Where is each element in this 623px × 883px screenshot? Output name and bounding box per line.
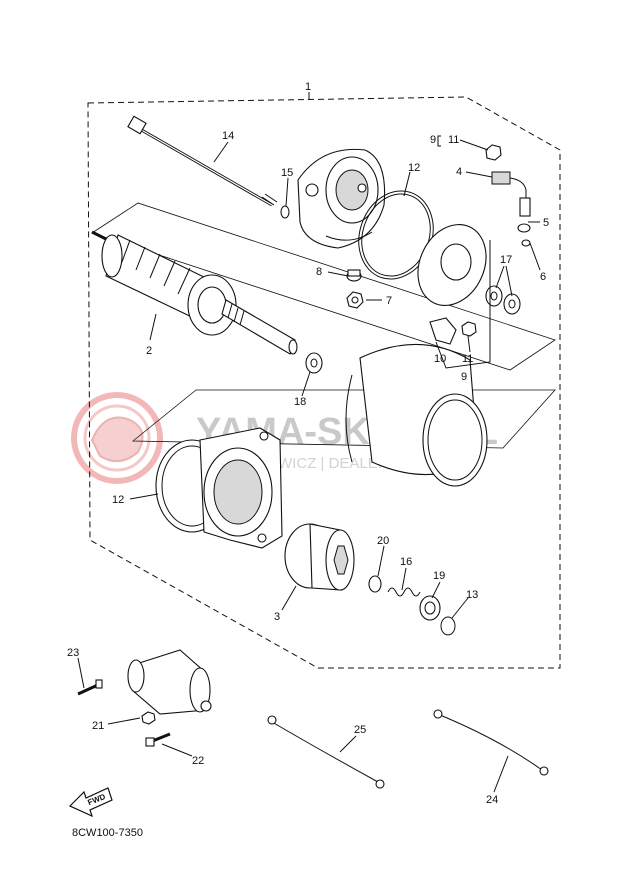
collar-19 (419, 595, 441, 621)
through-bolt (127, 115, 278, 207)
screw-11-top (485, 144, 502, 161)
callout-19: 19 (433, 570, 445, 582)
lead-wire-25 (267, 715, 385, 789)
callout-22: 22 (192, 755, 204, 767)
lead-wire-24 (433, 709, 549, 776)
brush-plate (417, 224, 487, 306)
washers-17 (485, 285, 521, 315)
plane-upper (91, 202, 556, 371)
yoke-housing (345, 343, 488, 487)
circlip-13 (440, 616, 456, 636)
callout-9-top: 9 (430, 134, 436, 146)
callout-25: 25 (354, 724, 366, 736)
small-o-ring (280, 205, 290, 219)
starter-clutch (284, 523, 355, 591)
washer-18 (305, 352, 323, 374)
leader-lines (77, 92, 541, 793)
o-ring-6 (521, 239, 531, 247)
spring-16 (387, 587, 421, 597)
callout-7: 7 (386, 295, 392, 307)
bolt-23 (77, 679, 103, 696)
callout-12-top: 12 (408, 162, 420, 174)
nut-7 (346, 291, 364, 309)
callouts: 1 2 3 4 5 6 7 8 9 11 9 10 11 12 12 13 14… (67, 81, 549, 806)
brush-holder (429, 317, 477, 345)
brush-lead (491, 171, 531, 217)
callout-15: 15 (281, 167, 293, 179)
callout-21: 21 (92, 720, 104, 732)
callout-16: 16 (400, 556, 412, 568)
callout-6: 6 (540, 271, 546, 283)
rear-cover (297, 148, 386, 249)
callout-9-bottom: 9 (461, 371, 467, 383)
bolt-22 (145, 732, 171, 747)
callout-11-bottom: 11 (462, 353, 473, 365)
callout-5: 5 (543, 217, 549, 229)
nut-8 (346, 269, 362, 282)
watermark-logo-icon (71, 392, 163, 484)
callout-10: 10 (434, 353, 446, 365)
front-cover (155, 427, 283, 549)
callout-23: 23 (67, 647, 79, 659)
callout-11-top: 11 (448, 134, 459, 146)
callout-1: 1 (305, 81, 311, 93)
forward-arrow-icon: FWD (68, 787, 113, 818)
callout-24: 24 (486, 794, 498, 806)
assembly-outline (87, 96, 561, 669)
callout-14: 14 (222, 130, 234, 142)
bracket-mark (437, 135, 441, 147)
callout-12-bottom: 12 (112, 494, 124, 506)
callout-17: 17 (500, 254, 512, 266)
washer-5 (517, 223, 531, 233)
callout-8: 8 (316, 266, 322, 278)
callout-3: 3 (274, 611, 280, 623)
nut-21 (141, 711, 156, 725)
callout-13: 13 (466, 589, 478, 601)
ring-20 (368, 575, 382, 593)
callout-4: 4 (456, 166, 462, 178)
callout-20: 20 (377, 535, 389, 547)
diagram-code: 8CW100-7350 (72, 827, 143, 839)
starter-motor-assembly (127, 649, 212, 715)
callout-18: 18 (294, 396, 306, 408)
callout-2: 2 (146, 345, 152, 357)
armature (91, 230, 298, 355)
